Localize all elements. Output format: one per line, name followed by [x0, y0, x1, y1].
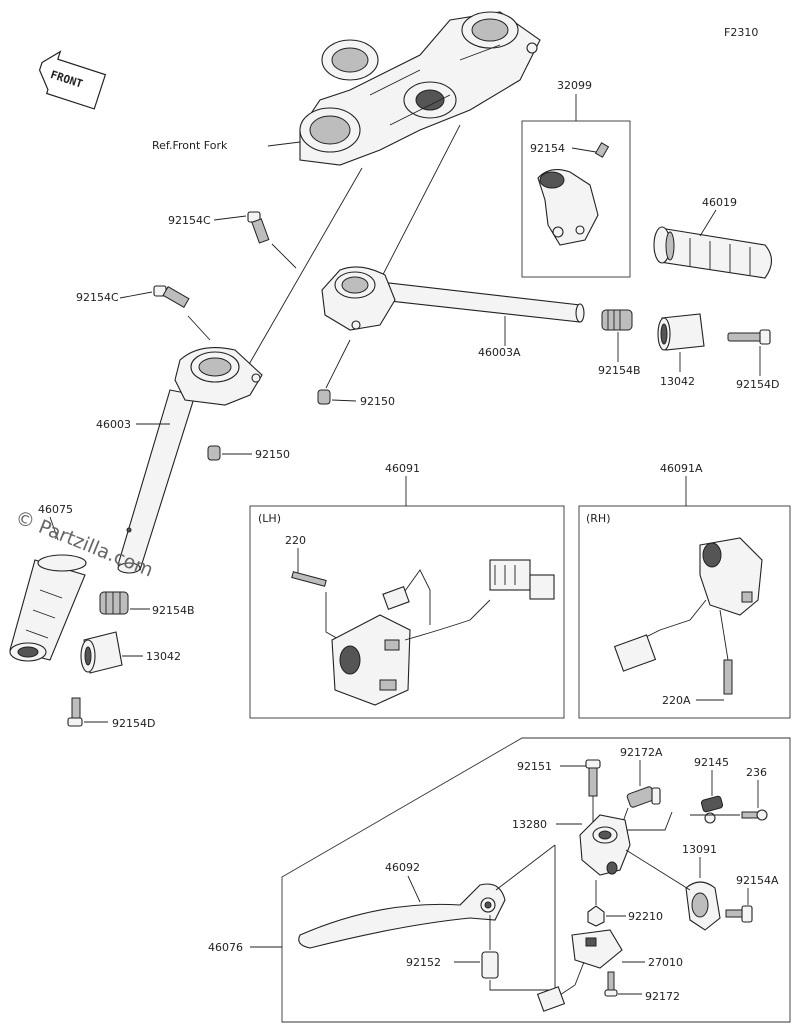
bolt-92154D-right — [727, 329, 771, 345]
label-92145: 92145 — [694, 756, 729, 769]
label-46091: 46091 — [385, 462, 420, 475]
label-92210: 92210 — [628, 910, 663, 923]
box-46091A-rh — [578, 505, 791, 719]
label-92154D-left: 92154D — [112, 717, 155, 730]
bar-end-13042-right — [657, 313, 705, 351]
collar-92152 — [481, 951, 499, 979]
label-220: 220 — [285, 534, 306, 547]
label-46003A: 46003A — [478, 346, 521, 359]
grip-46075 — [9, 554, 87, 662]
label-92154C-upper: 92154C — [168, 214, 211, 227]
label-92154B-left: 92154B — [152, 604, 195, 617]
spring-92145 — [700, 795, 724, 824]
bolt-92154A — [725, 905, 753, 923]
label-92152: 92152 — [406, 956, 441, 969]
bolt-92151 — [585, 759, 601, 797]
label-13091: 13091 — [682, 843, 717, 856]
screw-92172A — [626, 786, 661, 808]
label-13280: 13280 — [512, 818, 547, 831]
front-arrow-icon: FRONT — [38, 50, 107, 110]
label-92154-top: 92154 — [530, 142, 565, 155]
label-13042-left: 13042 — [146, 650, 181, 663]
label-236: 236 — [746, 766, 767, 779]
label-46091A: 46091A — [660, 462, 703, 475]
box-46091-lh — [249, 505, 565, 719]
label-92154B-right: 92154B — [598, 364, 641, 377]
label-220A: 220A — [662, 694, 691, 707]
rh-switch-46091A — [613, 537, 763, 695]
label-27010: 27010 — [648, 956, 683, 969]
section-lh: (LH) — [258, 512, 281, 525]
label-92150-lower: 92150 — [255, 448, 290, 461]
grip-46019 — [653, 226, 773, 279]
label-46003: 46003 — [96, 418, 131, 431]
label-92150-upper: 92150 — [360, 395, 395, 408]
switch-27010 — [536, 929, 623, 1012]
handlebar-46003 — [117, 347, 263, 574]
label-92154C-lower: 92154C — [76, 291, 119, 304]
box-46076 — [281, 737, 791, 1023]
top-triple-clamp — [299, 11, 541, 166]
bolt-92154B-left — [99, 591, 129, 615]
screw-92172 — [604, 971, 618, 997]
bolt-92154C-lower — [153, 285, 190, 309]
nut-92210 — [587, 905, 605, 927]
label-13042-right: 13042 — [660, 375, 695, 388]
screw-236 — [741, 809, 768, 821]
clamp-13091 — [685, 881, 721, 931]
bolt-92150-upper — [317, 389, 331, 405]
figure-code: F2310 — [724, 26, 758, 39]
label-92154D-right: 92154D — [736, 378, 779, 391]
label-92172: 92172 — [645, 990, 680, 1003]
bolt-92154B-right — [601, 309, 633, 331]
label-32099: 32099 — [557, 79, 592, 92]
label-92151: 92151 — [517, 760, 552, 773]
handlebar-46003A — [321, 266, 585, 331]
label-92172A: 92172A — [620, 746, 663, 759]
lever-holder — [579, 814, 631, 876]
bolt-92154C-upper — [247, 211, 270, 244]
ref-front-fork-label: Ref.Front Fork — [152, 139, 228, 152]
label-46076: 46076 — [208, 941, 243, 954]
bar-end-13042-left — [80, 631, 123, 674]
bolt-92154D-left — [67, 697, 83, 727]
label-46092: 46092 — [385, 861, 420, 874]
label-46019: 46019 — [702, 196, 737, 209]
label-92154A: 92154A — [736, 874, 779, 887]
bolt-92150-lower — [207, 445, 221, 461]
lh-switch-46091 — [291, 559, 555, 706]
lever-holder-32099 — [537, 142, 610, 246]
label-46075: 46075 — [38, 503, 73, 516]
section-rh: (RH) — [586, 512, 611, 525]
lever-46092 — [298, 883, 506, 949]
